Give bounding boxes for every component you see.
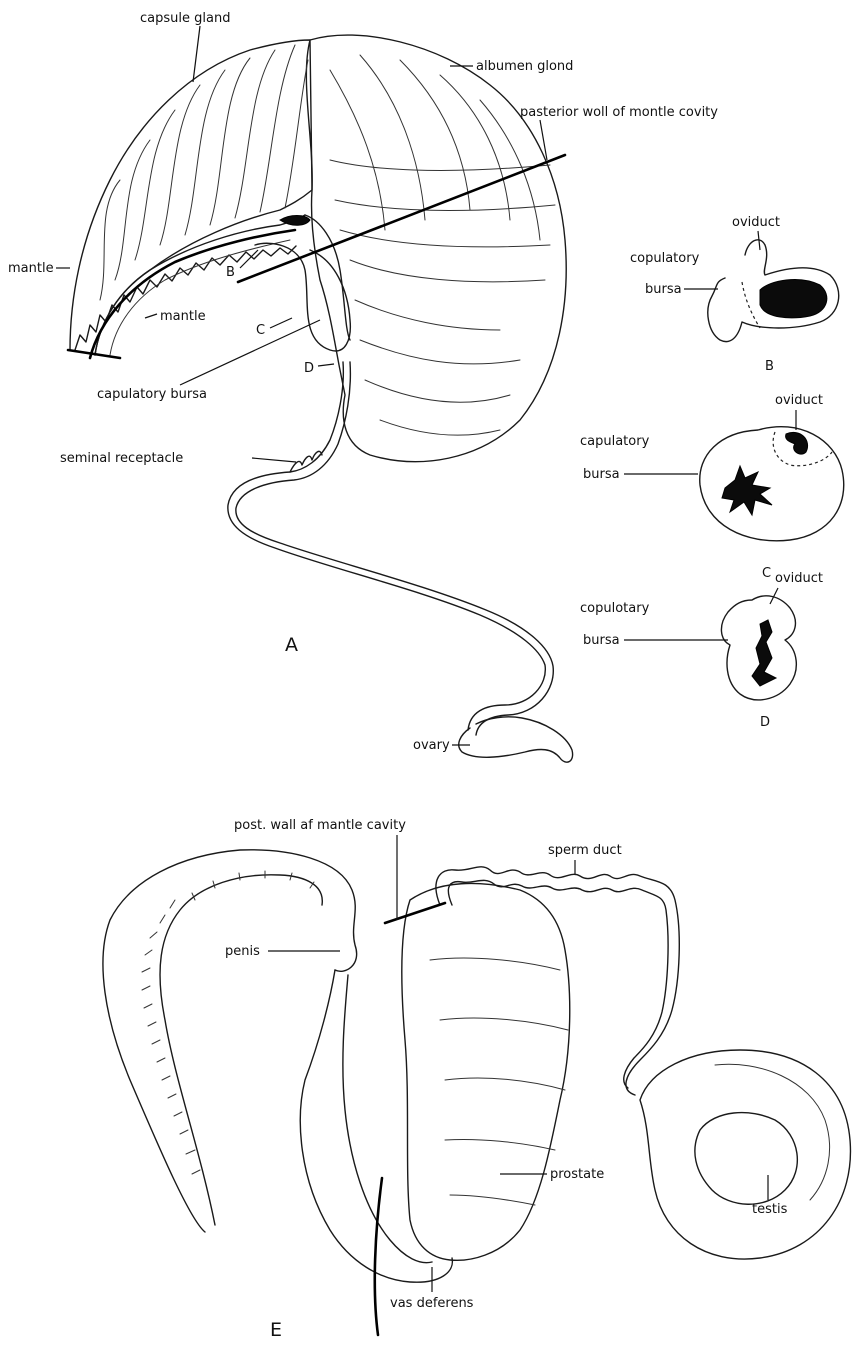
section-c-oviduct-label: oviduct — [775, 393, 823, 408]
section-c-bursa-label-2: bursa — [583, 467, 620, 482]
prostate-folds — [430, 958, 568, 1205]
section-d-bursa-label-1: copulotary — [580, 601, 650, 616]
testis-outer — [640, 1050, 850, 1259]
leader-section-c — [270, 318, 292, 328]
label-ovary: ovary — [413, 738, 450, 753]
leader-capsule-gland — [193, 26, 200, 82]
section-b-lumen — [760, 280, 827, 318]
label-post-wall: post. wall af mantle cavity — [234, 818, 406, 833]
section-b: oviduct copulatory bursa B — [630, 215, 839, 374]
section-c-outline — [700, 427, 844, 541]
label-albumen-gland: albumen glond — [476, 59, 573, 74]
label-penis: penis — [225, 944, 260, 959]
label-section-d: D — [304, 361, 314, 376]
testis-coil — [715, 1064, 830, 1200]
mantle-inner — [95, 215, 305, 355]
label-section-c: C — [256, 323, 265, 338]
oviduct-long-inner — [236, 362, 553, 735]
leader-seminal-receptacle — [252, 458, 296, 462]
ovary-shape — [459, 717, 573, 762]
section-d-oviduct-label: oviduct — [775, 571, 823, 586]
prostate-shape — [402, 883, 570, 1260]
mantle-base-line — [68, 350, 120, 358]
label-sperm-duct: sperm duct — [548, 843, 622, 858]
section-b-bursa-label-1: copulatory — [630, 251, 700, 266]
testis-inner — [695, 1113, 797, 1205]
penis-ribs — [142, 871, 314, 1174]
section-b-dashed — [742, 282, 760, 328]
panel-letter-e: E — [270, 1319, 282, 1341]
capsule-gland-ribs — [100, 45, 308, 300]
label-mantle-outer: mantle — [8, 261, 54, 276]
label-copulatory-bursa: capulatory bursa — [97, 387, 207, 402]
bursa-lobe-2 — [305, 215, 350, 340]
oviduct-in-mantle — [90, 230, 295, 358]
section-c-oviduct-lumen — [786, 432, 808, 454]
leader-section-b — [240, 250, 258, 268]
section-d: oviduct copulotary bursa D — [580, 571, 823, 730]
section-c: oviduct capulatory bursa C — [580, 393, 844, 581]
section-c-letter: C — [762, 566, 771, 581]
figure-e: post. wall af mantle cavity sperm duct p… — [103, 818, 851, 1341]
albumen-gland-shape — [306, 35, 566, 462]
panel-letter-a: A — [285, 634, 298, 656]
label-capsule-gland: capsule gland — [140, 11, 230, 26]
section-d-letter: D — [760, 715, 770, 730]
section-d-bursa-label-2: bursa — [583, 633, 620, 648]
mantle-wall-line-e — [375, 1178, 382, 1335]
label-prostate: prostate — [550, 1167, 604, 1182]
post-wall-line — [385, 903, 445, 923]
sperm-duct — [436, 867, 679, 1095]
section-b-oviduct-label: oviduct — [732, 215, 780, 230]
section-b-letter: B — [765, 359, 774, 374]
penis-inner — [160, 875, 322, 1225]
leader-mantle-inner — [145, 314, 157, 318]
label-posterior-wall: pasterior woll of montle covity — [520, 105, 718, 120]
label-section-b: B — [226, 265, 235, 280]
leader-copulatory-bursa — [180, 320, 320, 385]
label-vas-deferens: vas deferens — [390, 1296, 474, 1311]
bursa-lobe — [255, 243, 350, 351]
section-b-bursa-label-2: bursa — [645, 282, 682, 297]
oviduct-long — [228, 362, 545, 730]
section-d-lumen — [752, 620, 776, 686]
capsule-gland-shape — [70, 40, 312, 355]
label-seminal-receptacle: seminal receptacle — [60, 451, 183, 466]
label-mantle-inner: mantle — [160, 309, 206, 324]
leader-section-d — [318, 364, 334, 366]
sperm-duct-inner — [448, 880, 668, 1088]
vas-deferens-inner — [343, 975, 432, 1263]
section-c-lumen — [722, 466, 772, 515]
figure-a: capsule gland albumen glond pasterior wo… — [8, 11, 718, 762]
section-c-bursa-label-1: capulatory — [580, 434, 650, 449]
label-testis: testis — [752, 1202, 788, 1217]
